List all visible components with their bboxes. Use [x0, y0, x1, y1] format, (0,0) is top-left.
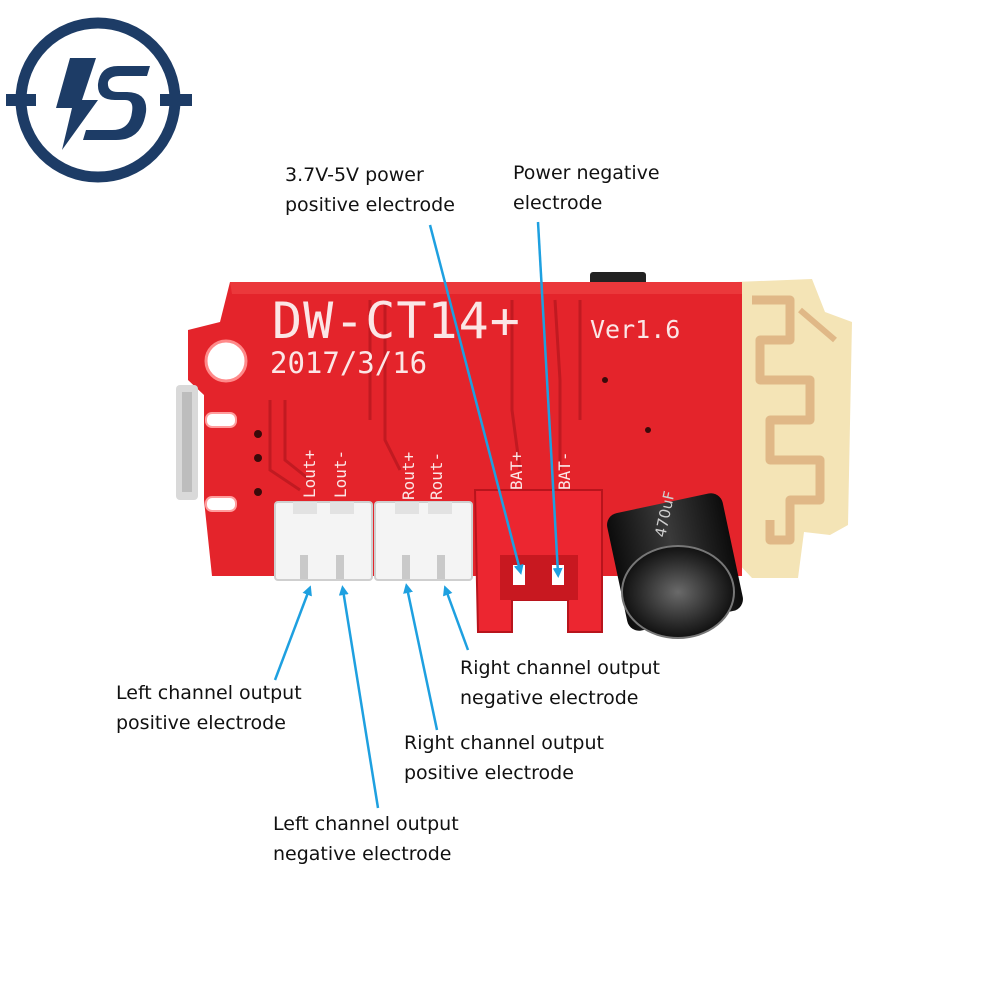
arrow-lout-pos	[273, 585, 312, 681]
callout-line: Left channel output	[273, 813, 459, 835]
pin-label-lout-neg: Lout-	[331, 450, 350, 498]
callout-power-negative: Power negative electrode	[513, 158, 660, 218]
arrow-rout-pos	[403, 583, 439, 731]
antenna-pcb	[735, 279, 852, 578]
pin-label-bat-pos: BAT+	[507, 451, 526, 490]
callout-line: Power negative	[513, 162, 660, 184]
callout-line: 3.7V-5V power	[285, 164, 424, 186]
callout-left-positive: Left channel output positive electrode	[116, 678, 302, 738]
pin-label-rout-pos: Rout+	[399, 452, 418, 500]
callout-line: Right channel output	[404, 732, 604, 754]
callout-line: negative electrode	[273, 843, 452, 865]
right-output-connector	[374, 501, 473, 581]
callout-line: positive electrode	[404, 762, 574, 784]
arrow-power-neg	[536, 221, 563, 578]
pin-label-rout-neg: Rout-	[427, 452, 446, 500]
brand-logo	[6, 17, 192, 183]
arrow-lout-neg	[338, 585, 380, 809]
callout-line: Left channel output	[116, 682, 302, 704]
pin-label-lout-pos: Lout+	[300, 450, 319, 498]
arrow-rout-neg	[443, 585, 470, 651]
callout-right-negative: Right channel output negative electrode	[460, 653, 660, 713]
callout-right-positive: Right channel output positive electrode	[404, 728, 604, 788]
arrow-power-pos	[428, 224, 524, 575]
callout-line: electrode	[513, 192, 603, 214]
pin-label-bat-neg: BAT-	[555, 451, 574, 490]
capacitor: 470uF	[607, 489, 743, 639]
callout-line: positive electrode	[116, 712, 286, 734]
left-output-connector	[274, 501, 373, 581]
callout-arrows	[273, 221, 563, 809]
callout-left-negative: Left channel output negative electrode	[273, 809, 459, 869]
callout-line: negative electrode	[460, 687, 639, 709]
battery-connector	[473, 489, 603, 633]
board-model: DW-CT14+	[272, 292, 521, 350]
board-date: 2017/3/16	[270, 346, 427, 380]
callout-line: positive electrode	[285, 194, 455, 216]
callout-line: Right channel output	[460, 657, 660, 679]
callout-power-positive: 3.7V-5V power positive electrode	[285, 160, 455, 220]
board-version: Ver1.6	[590, 315, 680, 344]
